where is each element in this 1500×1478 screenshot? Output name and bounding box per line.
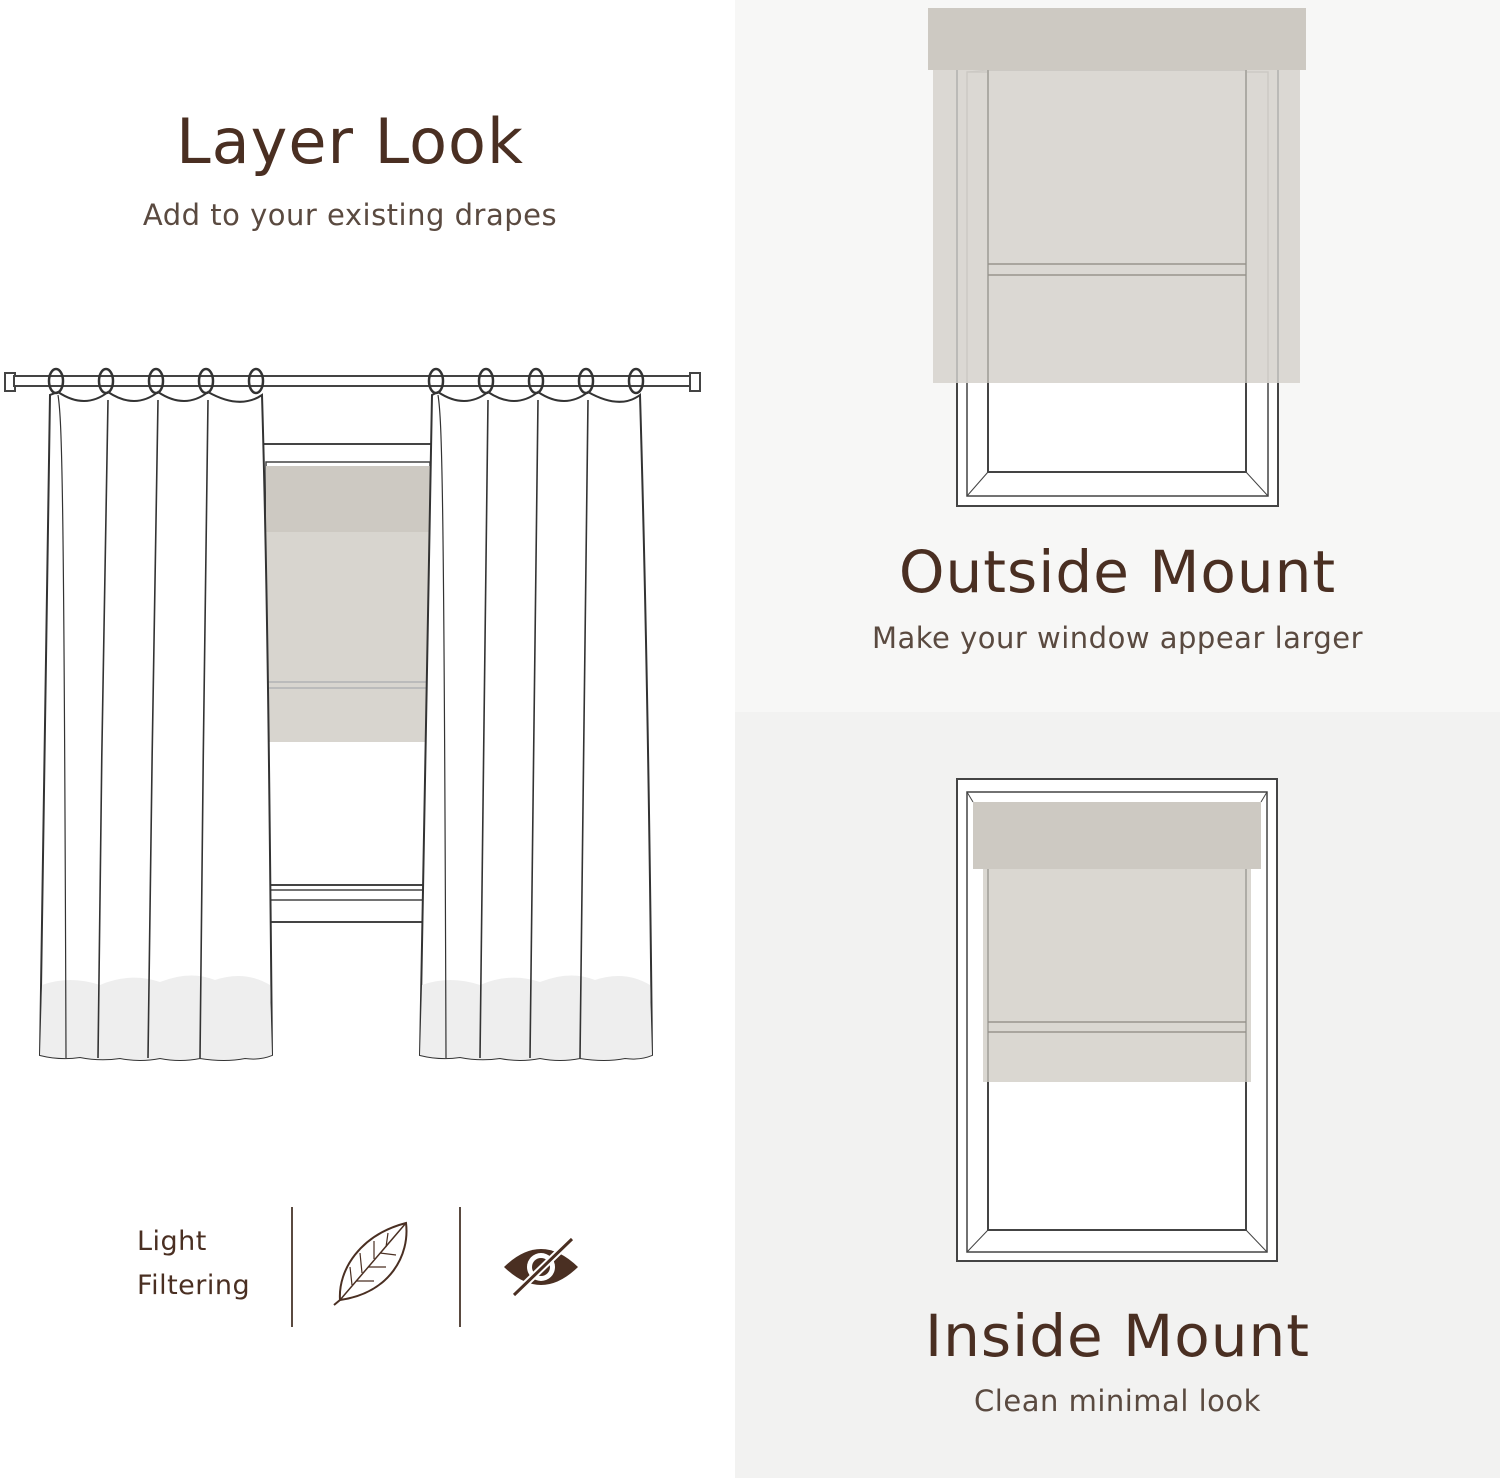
inside-mount-panel: Inside Mount Clean minimal look (735, 712, 1500, 1478)
right-drape (418, 390, 654, 1061)
inside-mount-subtitle: Clean minimal look (974, 1384, 1261, 1418)
outside-mount-title: Outside Mount (898, 538, 1337, 606)
curtain-rod (4, 372, 701, 392)
feature-divider-1 (291, 1207, 293, 1327)
window-behind-drapes (257, 443, 439, 923)
layer-look-panel: Layer Look Add to your existing drapes (0, 0, 735, 1478)
curtain-rings (47, 367, 645, 395)
light-label-line1: Light (137, 1226, 207, 1257)
light-filtering-label: Light Filtering (137, 1220, 250, 1308)
eye-slash-icon (504, 1236, 578, 1298)
outside-mount-panel: Outside Mount Make your window appear la… (735, 0, 1500, 712)
inside-mount-title: Inside Mount (925, 1302, 1310, 1370)
left-drape (38, 390, 274, 1061)
layer-look-title: Layer Look (176, 105, 524, 178)
light-label-line2: Filtering (137, 1270, 251, 1301)
outside-mount-subtitle: Make your window appear larger (871, 621, 1364, 655)
curtain-illustration (4, 367, 701, 1061)
inside-mount-illustration (956, 778, 1278, 1262)
layer-look-subtitle: Add to your existing drapes (142, 198, 558, 232)
feature-divider-2 (459, 1207, 461, 1327)
leaf-icon (333, 1221, 408, 1306)
outside-mount-illustration (928, 8, 1306, 507)
